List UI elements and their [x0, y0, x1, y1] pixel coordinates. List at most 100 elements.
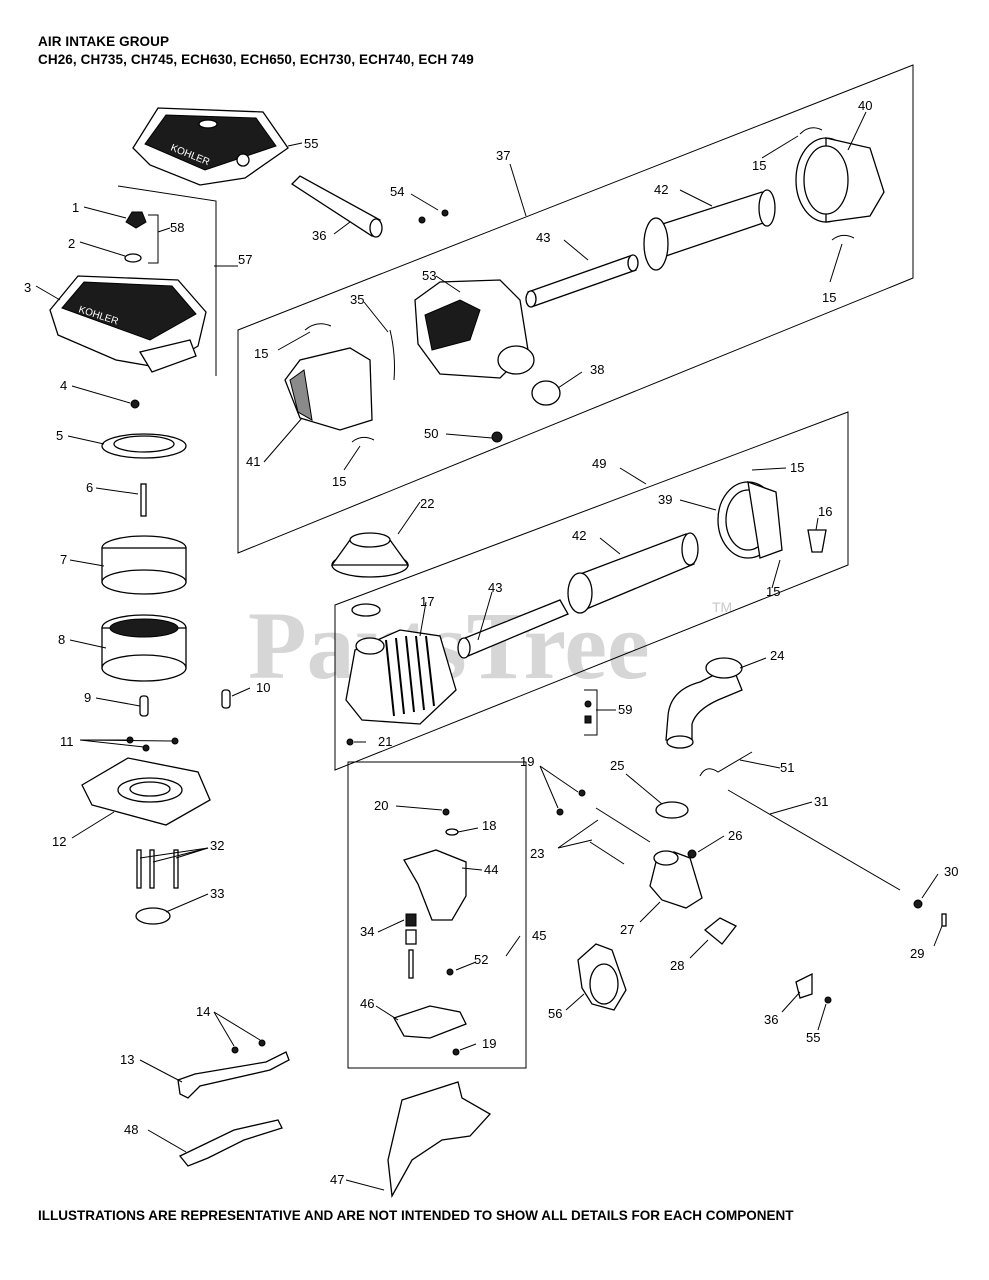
callout-59: 59: [618, 702, 632, 717]
callout-54: 54: [390, 184, 404, 199]
callout-36-a: 36: [312, 228, 326, 243]
screw-20: [442, 808, 450, 816]
callout-30: 30: [944, 864, 958, 879]
bracket-13: [177, 1051, 290, 1099]
o-ring-38: [531, 380, 561, 406]
callout-47: 47: [330, 1172, 344, 1187]
screws-14: [231, 1039, 266, 1054]
callout-15-d: 15: [332, 474, 346, 489]
elbow-hose-24: [665, 657, 743, 749]
callout-2: 2: [68, 236, 75, 251]
callout-19-a: 19: [520, 754, 534, 769]
callout-8: 8: [58, 632, 65, 647]
washer-2: [124, 253, 142, 263]
callout-18: 18: [482, 818, 496, 833]
tube-31: [727, 789, 901, 891]
group-box-middle-right: [334, 411, 849, 771]
inner-element-43-middle: [457, 599, 569, 659]
inner-element-43-upper: [525, 254, 639, 308]
model-list: CH26, CH735, CH745, ECH630, ECH650, ECH7…: [38, 52, 474, 67]
callout-43-a: 43: [536, 230, 550, 245]
clamps-15-upper: [304, 127, 855, 443]
washer-18: [445, 828, 459, 836]
pin-29: [941, 913, 947, 927]
nuts-11: [126, 736, 179, 752]
callout-34: 34: [360, 924, 374, 939]
callout-29: 29: [910, 946, 924, 961]
cap-22: [330, 532, 410, 578]
callout-48: 48: [124, 1122, 138, 1137]
filter-housing-17: [345, 603, 457, 725]
callout-32: 32: [210, 838, 224, 853]
group-bracket-57: [117, 185, 217, 376]
callout-10: 10: [256, 680, 270, 695]
callout-33: 33: [210, 886, 224, 901]
valve-16: [807, 529, 827, 553]
clip-54: [418, 209, 449, 224]
callout-15-a: 15: [752, 158, 766, 173]
nut-19-lower: [452, 1048, 460, 1056]
screw-55-lower: [824, 996, 832, 1004]
callout-56: 56: [548, 1006, 562, 1021]
filter-element-42-upper: [643, 189, 776, 271]
callout-labels: 1 2 3 4 5 6 7 8 9 10 11 12 13 14 15 15 1…: [24, 98, 958, 1187]
diagram-title: AIR INTAKE GROUP: [38, 34, 170, 49]
callout-50: 50: [424, 426, 438, 441]
strap-44: [403, 849, 467, 921]
callout-13: 13: [120, 1052, 134, 1067]
elbow-27: [649, 850, 703, 909]
callout-9: 9: [84, 690, 91, 705]
spring-34: [405, 913, 417, 927]
callout-11: 11: [60, 734, 74, 749]
bolt-stack-45: [405, 929, 417, 979]
callout-25: 25: [610, 758, 624, 773]
screw-21: [346, 738, 354, 746]
housing-cover-41: [284, 347, 373, 431]
callout-1: 1: [72, 200, 79, 215]
filter-housing-40: [795, 137, 885, 223]
watermark-trademark: TM: [712, 599, 732, 615]
callout-20: 20: [374, 798, 388, 813]
studs-32: [136, 849, 179, 889]
air-cleaner-cover-3: KOHLER: [49, 275, 207, 373]
callout-45: 45: [532, 928, 546, 943]
callout-51: 51: [780, 760, 794, 775]
callout-38: 38: [590, 362, 604, 377]
callout-15-f: 15: [766, 584, 780, 599]
callout-31: 31: [814, 794, 828, 809]
callout-7: 7: [60, 552, 67, 567]
callout-15-b: 15: [822, 290, 836, 305]
callout-43-b: 43: [488, 580, 502, 595]
callout-37: 37: [496, 148, 510, 163]
callout-55-b: 55: [806, 1030, 820, 1045]
callout-44: 44: [484, 862, 498, 877]
callout-19-b: 19: [482, 1036, 496, 1051]
bracket-48: [178, 1119, 283, 1167]
callout-12: 12: [52, 834, 66, 849]
fitting-26: [687, 849, 697, 859]
callout-41: 41: [246, 454, 260, 469]
air-cleaner-cover-55: KOHLER: [132, 107, 289, 186]
callout-24: 24: [770, 648, 784, 663]
callout-55-a: 55: [304, 136, 318, 151]
callout-53: 53: [422, 268, 436, 283]
callout-5: 5: [56, 428, 63, 443]
callout-40: 40: [858, 98, 872, 113]
callout-36-b: 36: [764, 1012, 778, 1027]
callout-6: 6: [86, 480, 93, 495]
leader-lines: [35, 111, 943, 1191]
spacer-10: [221, 689, 231, 709]
seal-plate-5: [101, 433, 187, 459]
callout-35: 35: [350, 292, 364, 307]
seal-35: [389, 329, 395, 381]
callout-58: 58: [170, 220, 184, 235]
footer-disclaimer: ILLUSTRATIONS ARE REPRESENTATIVE AND ARE…: [38, 1208, 794, 1223]
callout-22: 22: [420, 496, 434, 511]
callout-49: 49: [592, 456, 606, 471]
callout-14: 14: [196, 1004, 210, 1019]
filter-base-53: [414, 279, 535, 379]
callout-3: 3: [24, 280, 31, 295]
gasket-28: [703, 917, 737, 945]
screws-19: [556, 789, 586, 816]
